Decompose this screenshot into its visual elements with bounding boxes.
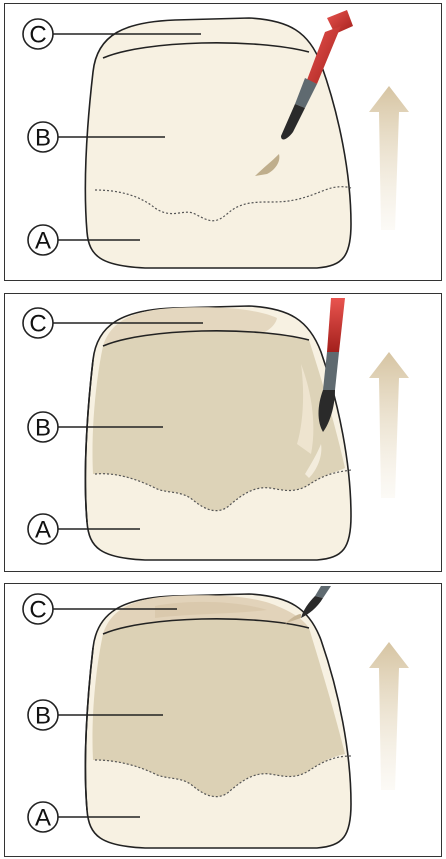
svg-text:C: C bbox=[29, 311, 46, 338]
svg-text:B: B bbox=[35, 703, 51, 730]
panel-step-2: C B A bbox=[4, 293, 442, 572]
tooth-outline bbox=[85, 18, 351, 268]
panel-step-1: C B A bbox=[4, 3, 442, 281]
svg-text:B: B bbox=[35, 125, 51, 152]
direction-arrow-icon bbox=[369, 642, 409, 790]
svg-text:A: A bbox=[35, 805, 51, 832]
tooth-illustration-2: C B A bbox=[5, 294, 441, 571]
svg-text:C: C bbox=[29, 597, 46, 624]
panel-step-3: C B A bbox=[4, 583, 442, 857]
tooth-illustration-1: C B A bbox=[5, 4, 441, 280]
direction-arrow-icon bbox=[369, 86, 409, 230]
svg-text:B: B bbox=[35, 415, 51, 442]
direction-arrow-icon bbox=[369, 352, 409, 498]
svg-text:A: A bbox=[35, 228, 51, 255]
svg-text:A: A bbox=[35, 517, 51, 544]
tooth-illustration-3: C B A bbox=[5, 584, 441, 856]
svg-text:C: C bbox=[29, 22, 46, 49]
